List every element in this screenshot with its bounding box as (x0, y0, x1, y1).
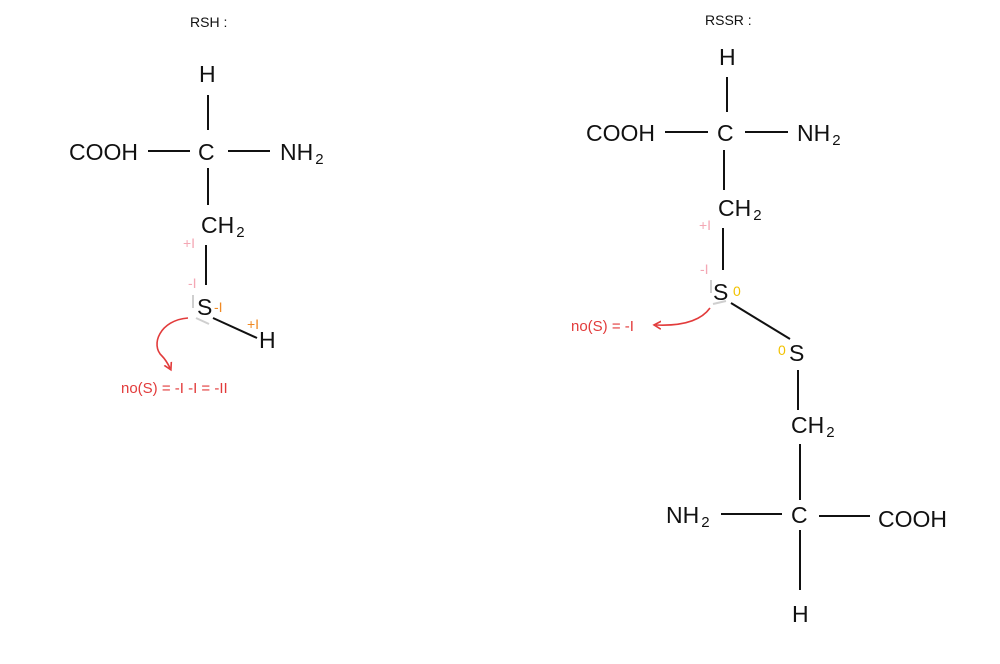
rssr-light-mark-2 (712, 300, 727, 305)
rssr-h-top: H (719, 44, 736, 70)
rssr-bond-s-s (730, 302, 791, 340)
rssr-charge-ch2-side: +I (699, 217, 711, 233)
rssr-charge-s-side: -I (700, 261, 709, 277)
rsh-h-top: H (199, 61, 216, 87)
rssr-c-top: C (717, 120, 734, 146)
title-rssr: RSSR : (705, 12, 752, 28)
rsh-light-mark-2 (195, 317, 210, 325)
rssr-s-bottom: S (789, 340, 804, 366)
rsh-charge-s-side: -I (188, 275, 197, 291)
rssr-note-arrow (656, 307, 711, 325)
rsh-charge-ch2-side: +I (183, 235, 195, 251)
rssr-h-bottom: H (792, 601, 809, 627)
rsh-charge-s-h-side: -I (214, 299, 223, 315)
title-rsh: RSH : (190, 14, 227, 30)
rssr-cooh-top: COOH (586, 120, 655, 146)
rsh-note-arrow (156, 317, 189, 368)
rsh-charge-h: +I (247, 316, 259, 332)
rssr-oxidation-note: no(S) = -I (571, 318, 634, 335)
rsh-oxidation-note: no(S) = -I -I = -II (121, 380, 228, 397)
rsh-bond-s-h (212, 317, 258, 339)
rssr-c-bottom: C (791, 502, 808, 528)
rssr-cooh-bottom: COOH (878, 506, 947, 532)
rssr-charge-s-top-zero: 0 (733, 283, 741, 299)
rssr-s-top: S (713, 279, 728, 305)
rsh-cooh: COOH (69, 139, 138, 165)
rsh-h-thiol: H (259, 327, 276, 353)
rssr-charge-s-bottom-zero: 0 (778, 342, 786, 358)
rsh-c-alpha: C (198, 139, 215, 165)
rsh-s: S (197, 294, 212, 320)
